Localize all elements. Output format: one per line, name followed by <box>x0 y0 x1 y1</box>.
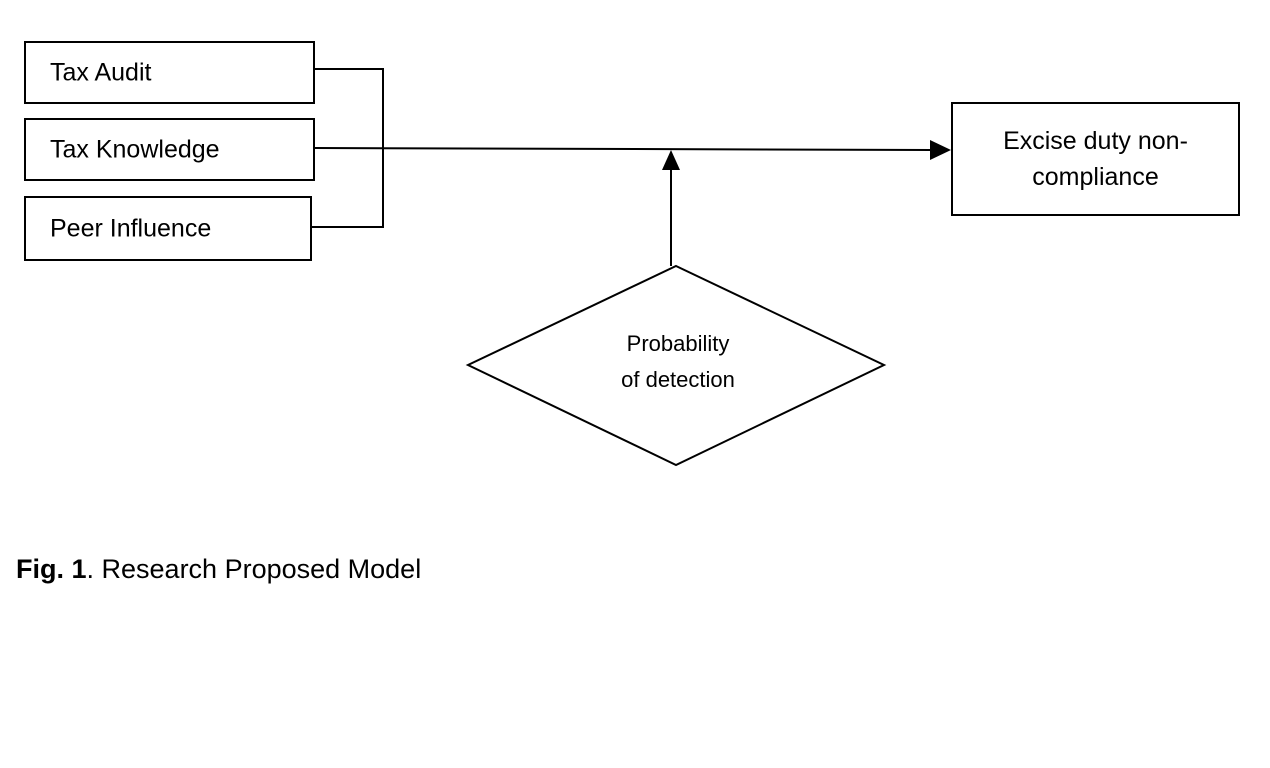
caption-prefix: Fig. 1 <box>16 554 87 584</box>
input-box-peer-influence: Peer Influence <box>24 196 312 261</box>
main-arrow <box>314 147 932 151</box>
figure-caption: Fig. 1. Research Proposed Model <box>16 554 421 585</box>
caption-text: . Research Proposed Model <box>86 554 422 584</box>
outcome-label: Excise duty non- compliance <box>1003 127 1188 191</box>
moderator-arrowhead <box>662 150 680 170</box>
input-box-tax-audit: Tax Audit <box>24 41 315 104</box>
input-box-tax-knowledge: Tax Knowledge <box>24 118 315 181</box>
main-arrowhead <box>930 140 951 160</box>
moderator-diamond <box>465 264 887 467</box>
input-label-tax-audit: Tax Audit <box>50 58 152 86</box>
input-label-tax-knowledge: Tax Knowledge <box>50 135 220 163</box>
input-label-peer-influence: Peer Influence <box>50 214 212 242</box>
outcome-box: Excise duty non- compliance <box>951 102 1240 216</box>
moderator-label: Probability of detection <box>621 331 735 392</box>
